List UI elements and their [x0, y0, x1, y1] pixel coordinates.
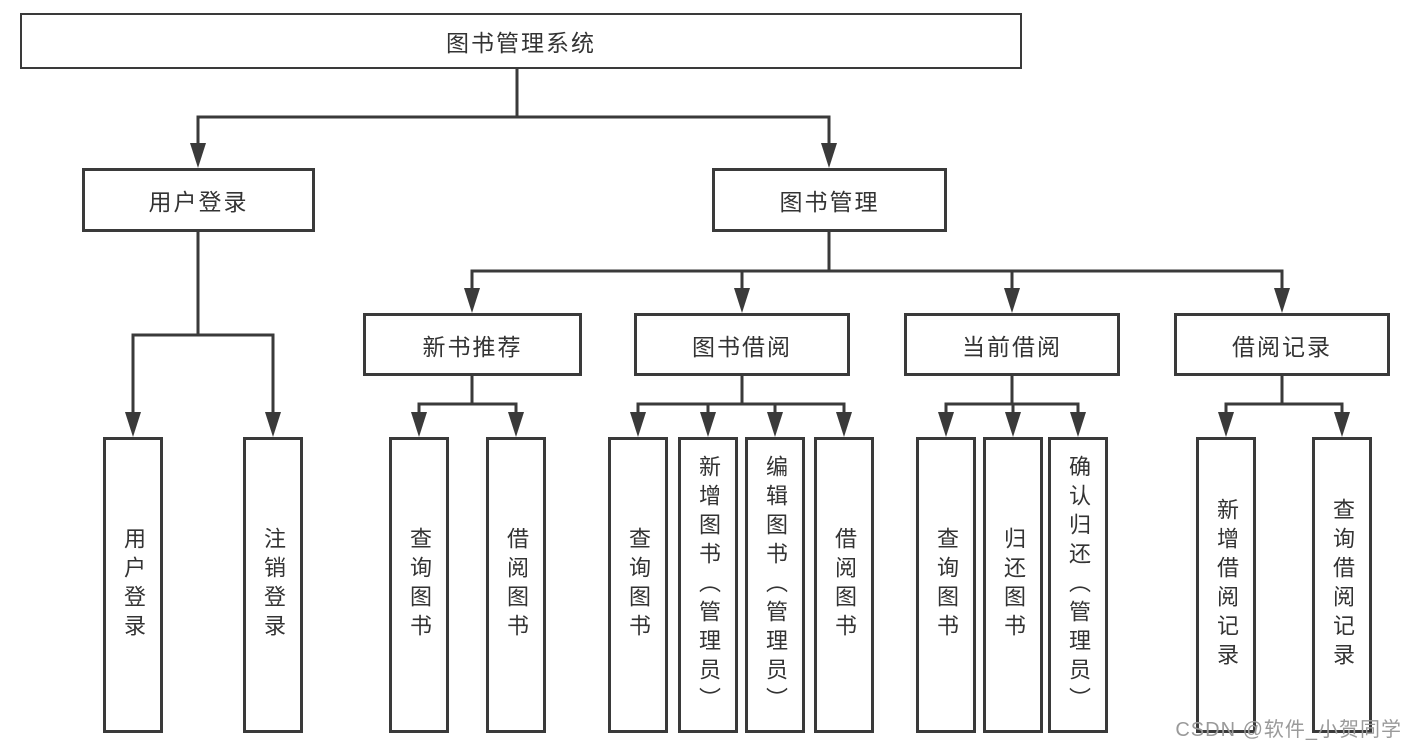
leaf-return-books: 归还图书	[983, 437, 1043, 733]
leaf-query-books-recommend-label: 查询图书	[407, 527, 432, 643]
leaf-confirm-return-admin: 确认归还（管理员）	[1048, 437, 1108, 733]
leaf-user-login: 用户登录	[103, 437, 163, 733]
leaf-borrow-books-recommend-label: 借阅图书	[504, 527, 529, 643]
leaf-query-books-borrowing-label: 查询图书	[626, 527, 651, 643]
leaf-add-books-admin: 新增图书（管理员）	[678, 437, 738, 733]
leaf-borrow-books-borrowing-label: 借阅图书	[832, 527, 857, 643]
leaf-edit-books-admin: 编辑图书（管理员）	[745, 437, 805, 733]
node-root: 图书管理系统	[20, 13, 1022, 69]
connector-arrows	[125, 117, 1350, 437]
node-current-borrowing: 当前借阅	[904, 313, 1120, 376]
node-current-borrowing-label: 当前借阅	[962, 333, 1062, 360]
node-borrowing-records-label: 借阅记录	[1232, 333, 1332, 360]
node-user-login-label: 用户登录	[148, 189, 249, 215]
connector-trunk-lines	[131, 67, 1344, 406]
leaf-confirm-return-admin-label: 确认归还（管理员）	[1066, 454, 1091, 716]
leaf-add-books-admin-label: 新增图书（管理员）	[696, 454, 721, 716]
node-book-management: 图书管理	[712, 168, 947, 232]
node-root-label: 图书管理系统	[446, 30, 596, 56]
node-book-borrowing: 图书借阅	[634, 313, 850, 376]
leaf-logout-login-label: 注销登录	[261, 527, 286, 643]
node-new-book-recommendation-label: 新书推荐	[422, 333, 523, 360]
node-book-borrowing-label: 图书借阅	[692, 333, 792, 360]
leaf-return-books-label: 归还图书	[1001, 527, 1026, 643]
leaf-query-books-current: 查询图书	[916, 437, 976, 733]
leaf-add-borrow-record: 新增借阅记录	[1196, 437, 1256, 733]
node-user-login: 用户登录	[82, 168, 315, 232]
node-new-book-recommendation: 新书推荐	[363, 313, 582, 376]
leaf-logout-login: 注销登录	[243, 437, 303, 733]
leaf-query-books-current-label: 查询图书	[934, 527, 959, 643]
leaf-query-borrow-record-label: 查询借阅记录	[1330, 498, 1355, 672]
leaf-query-borrow-record: 查询借阅记录	[1312, 437, 1372, 733]
leaf-query-books-borrowing: 查询图书	[608, 437, 668, 733]
csdn-watermark: CSDN @软件_小贺同学	[1175, 719, 1402, 741]
node-book-management-label: 图书管理	[779, 189, 880, 215]
leaf-query-books-recommend: 查询图书	[389, 437, 449, 733]
leaf-user-login-label: 用户登录	[121, 527, 146, 643]
leaf-add-borrow-record-label: 新增借阅记录	[1214, 498, 1239, 672]
node-borrowing-records: 借阅记录	[1174, 313, 1390, 376]
leaf-edit-books-admin-label: 编辑图书（管理员）	[763, 454, 788, 716]
leaf-borrow-books-recommend: 借阅图书	[486, 437, 546, 733]
leaf-borrow-books-borrowing: 借阅图书	[814, 437, 874, 733]
